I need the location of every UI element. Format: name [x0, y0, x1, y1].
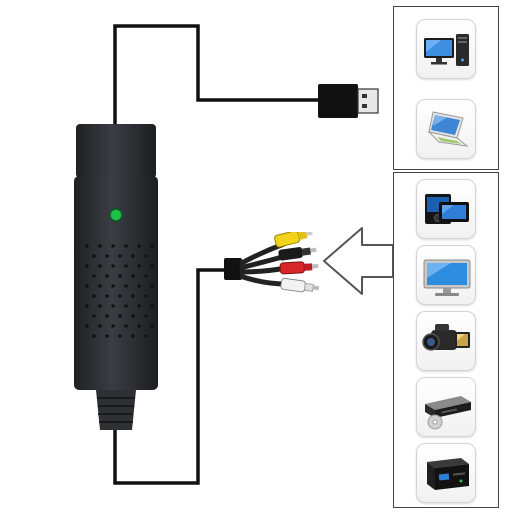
left-arrow-icon	[323, 227, 394, 295]
vent-hole	[98, 324, 102, 328]
usb-plug-icon	[318, 84, 379, 118]
device-tile-media-player	[416, 179, 476, 239]
vent-hole	[85, 264, 89, 268]
vent-hole	[118, 314, 122, 318]
vent-hole	[137, 304, 141, 308]
vent-hole	[111, 284, 115, 288]
vent-hole	[111, 264, 115, 268]
vent-hole	[131, 254, 135, 258]
device-tile-desktop	[416, 19, 476, 79]
vent-hole	[144, 254, 148, 258]
vent-hole	[118, 294, 122, 298]
av-cable	[113, 268, 232, 485]
vent-hole	[150, 304, 154, 308]
rca-connector-bundle	[224, 232, 320, 293]
vent-hole	[98, 304, 102, 308]
vent-hole	[111, 244, 115, 248]
vent-hole	[111, 304, 115, 308]
vent-hole	[85, 284, 89, 288]
vent-hole	[144, 294, 148, 298]
source-devices-panel	[393, 172, 499, 508]
vent-hole	[137, 284, 141, 288]
vent-hole	[92, 294, 96, 298]
vent-hole	[92, 254, 96, 258]
dvd-player-icon	[425, 396, 471, 430]
vent-hole	[150, 324, 154, 328]
vent-hole	[118, 334, 122, 338]
desktop-computer-icon	[424, 34, 469, 66]
vent-hole	[85, 304, 89, 308]
vent-hole	[118, 254, 122, 258]
vent-hole	[105, 334, 109, 338]
vent-hole	[137, 264, 141, 268]
tv-monitor-icon	[423, 259, 471, 296]
vent-hole	[111, 324, 115, 328]
usb-cable	[113, 24, 320, 125]
vent-hole	[124, 244, 128, 248]
device-tile-dvd-player	[416, 377, 476, 437]
vent-hole	[98, 284, 102, 288]
vent-hole	[144, 314, 148, 318]
vent-hole	[150, 284, 154, 288]
status-led-icon	[109, 208, 123, 222]
capture-dongle	[74, 124, 158, 430]
rca-plug-black	[278, 247, 317, 261]
camcorder-icon	[422, 324, 470, 351]
rca-plug-yellow	[274, 232, 313, 248]
vent-hole	[85, 324, 89, 328]
vent-hole	[131, 294, 135, 298]
vent-hole	[118, 274, 122, 278]
vent-hole	[150, 264, 154, 268]
portable-media-player-icon	[425, 194, 469, 224]
vent-hole	[131, 314, 135, 318]
rca-plug-red	[279, 261, 319, 275]
vent-hole	[92, 314, 96, 318]
vent-hole	[124, 264, 128, 268]
vent-hole	[150, 244, 154, 248]
vent-hole	[105, 254, 109, 258]
vent-hole	[131, 334, 135, 338]
vent-hole	[98, 244, 102, 248]
vent-hole	[105, 314, 109, 318]
laptop-icon	[427, 111, 469, 147]
vent-hole	[144, 334, 148, 338]
vent-hole	[137, 244, 141, 248]
set-top-box-icon	[427, 458, 469, 490]
device-tile-laptop	[416, 99, 476, 159]
device-tile-tv	[416, 245, 476, 305]
vent-hole	[124, 324, 128, 328]
vent-hole	[124, 304, 128, 308]
device-tile-set-top-box	[416, 443, 476, 503]
vent-hole	[137, 324, 141, 328]
vent-hole	[92, 274, 96, 278]
vent-hole	[131, 274, 135, 278]
vent-hole	[144, 274, 148, 278]
device-tile-camcorder	[416, 311, 476, 371]
vent-hole	[105, 294, 109, 298]
vent-hole	[98, 264, 102, 268]
computer-devices-panel	[393, 6, 499, 170]
rca-plug-white	[280, 277, 320, 293]
vent-hole	[124, 284, 128, 288]
vent-hole	[105, 274, 109, 278]
vent-hole	[92, 334, 96, 338]
vent-hole	[85, 244, 89, 248]
